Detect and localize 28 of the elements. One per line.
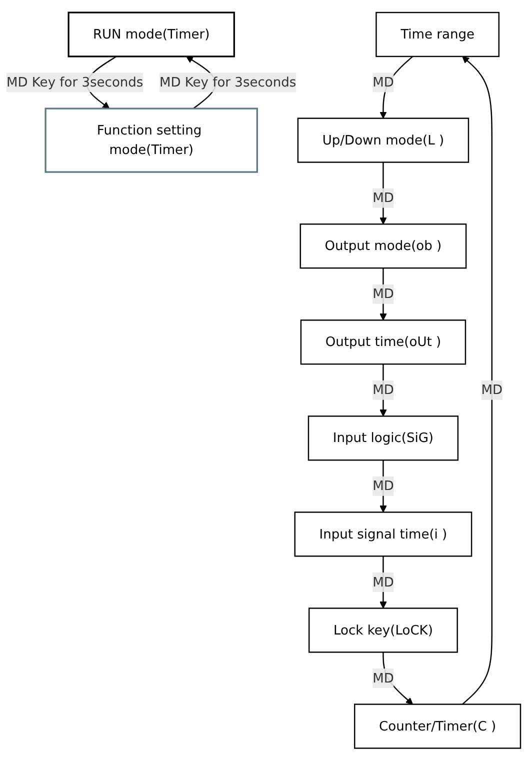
edge-label: MD	[372, 574, 394, 590]
arrow	[382, 652, 413, 704]
node-box: Time range	[376, 12, 500, 57]
arrow	[380, 268, 387, 320]
arrow	[380, 364, 387, 416]
edge-label: MD	[372, 478, 394, 494]
node-box: Output mode(ob )	[300, 223, 467, 268]
edge-label: MD	[372, 190, 394, 206]
edge-label: MD	[481, 382, 503, 398]
node-box: Output time(oUt )	[300, 319, 466, 364]
edge-label: MD Key for 3seconds	[159, 74, 296, 90]
node-box: Input logic(SiG)	[308, 415, 459, 460]
arrow	[380, 162, 387, 224]
arrow	[380, 460, 387, 512]
edge-label: MD	[372, 382, 394, 398]
node-box: Function setting mode(Timer)	[44, 107, 258, 172]
edge-label: MD Key for 3seconds	[6, 74, 144, 90]
arrow	[462, 56, 492, 704]
edge-label: MD	[372, 74, 394, 90]
node-box: Input signal time(i )	[294, 511, 472, 556]
node-box: Lock key(LoCK)	[308, 607, 458, 652]
edge-label: MD	[372, 286, 394, 302]
arrow	[380, 556, 387, 608]
edge-label: MD	[372, 670, 394, 686]
node-box: RUN mode(Timer)	[68, 11, 235, 57]
node-box: Up/Down mode(L )	[297, 117, 470, 162]
arrow	[380, 56, 414, 118]
node-box: Counter/Timer(C )	[354, 703, 522, 748]
